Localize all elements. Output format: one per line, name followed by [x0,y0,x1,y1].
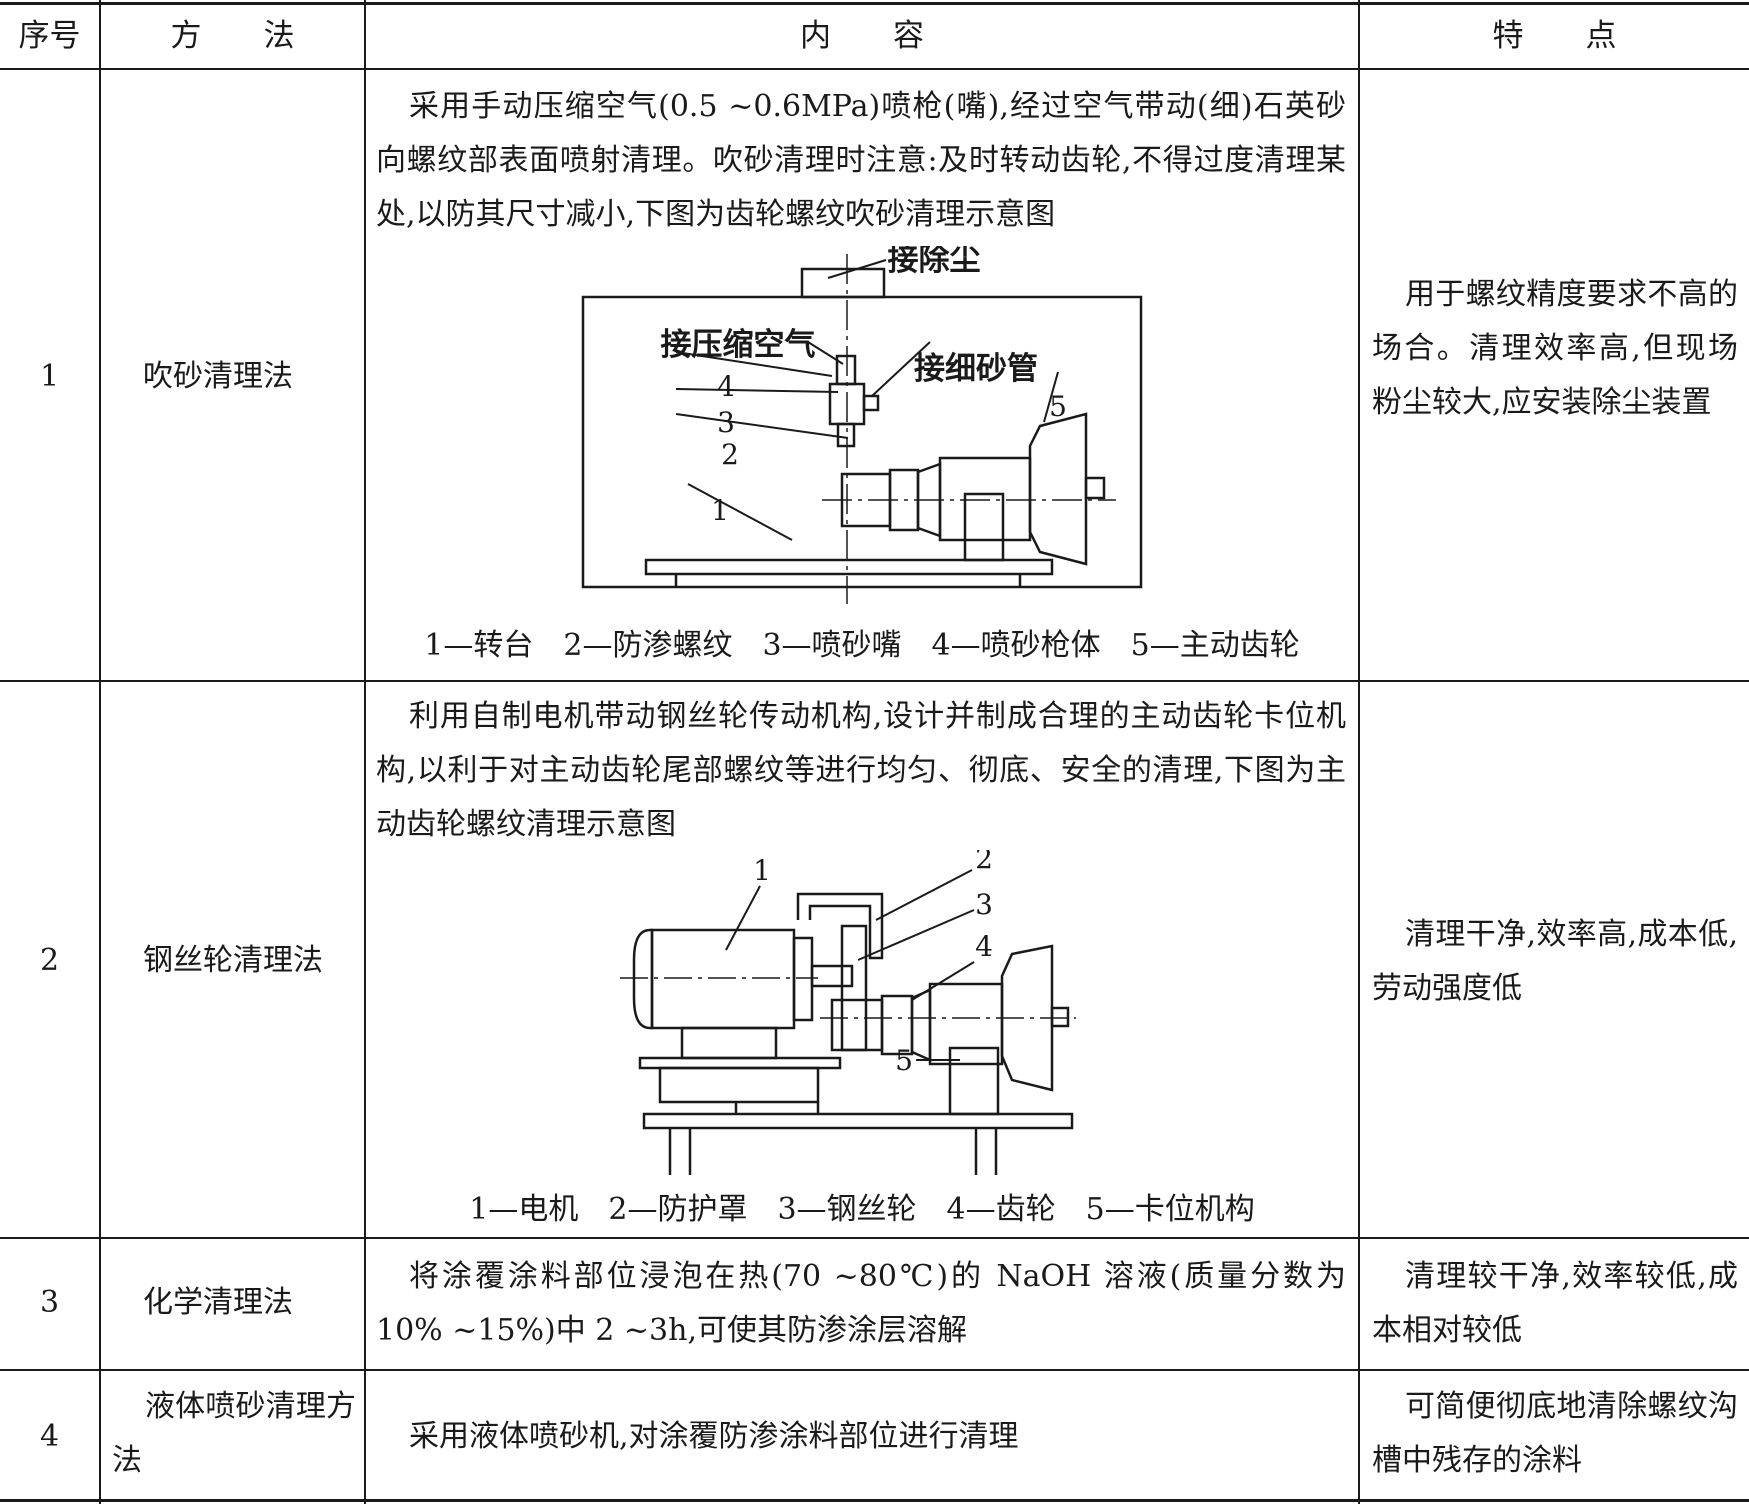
row2-method: 钢丝轮清理法 [143,943,323,978]
gun-sand-inlet [862,394,880,412]
row3-content: 将涂覆涂料部位浸泡在热(70 ~80℃)的 NaOH 溶液(质量分数为 10% … [376,1259,1346,1348]
row4-method: 液体喷砂清理方法 [112,1389,356,1478]
sand-nozzle [836,422,856,448]
label-dust: 接除尘 [888,246,981,278]
label-1: 1 [711,494,729,527]
workbench [642,1112,1074,1130]
row2-figure-caption: 1—电机 2—防护罩 3—钢丝轮 4—齿轮 5—卡位机构 [469,1192,1255,1227]
header-content: 内 容 [800,18,924,54]
label-wire-wheel: 3 [975,888,993,921]
label-gear: 4 [975,930,993,963]
row4-content: 采用液体喷砂机,对涂覆防渗涂料部位进行清理 [409,1419,1019,1454]
row1-no: 1 [39,359,60,394]
header-method: 方 法 [170,18,295,54]
header-no: 序号 [18,18,81,54]
motor-base [638,1056,842,1070]
gear-cone [1000,944,1054,1092]
row1-method: 吹砂清理法 [143,359,293,394]
dust-port [800,267,886,299]
row4-no: 4 [39,1419,60,1454]
row2-no: 2 [39,943,60,978]
table-bottom-rule [0,1499,1749,1502]
header-rule [0,68,1749,70]
row3-no: 3 [39,1285,60,1320]
row4-feature: 可简便彻底地清除螺纹沟槽中残存的涂料 [1372,1389,1738,1478]
row1-content: 采用手动压缩空气(0.5 ~0.6MPa)喷枪(嘴),经过空气带动(细)石英砂向… [376,89,1346,232]
table-top-rule [0,2,1749,5]
label-4: 4 [717,370,735,403]
col-rule-3 [1358,0,1360,1504]
row1-feature: 用于螺纹精度要求不高的场合。清理效率高,但现场粉尘较大,应安装除尘装置 [1372,277,1738,420]
sandblast-diagram: 接除尘 接压缩空气 接细砂管 4 3 2 1 5 [581,246,1143,604]
row3-method: 化学清理法 [143,1285,293,1320]
gear-support [963,492,1005,562]
row3-feature: 清理较干净,效率较低,成本相对较低 [1372,1259,1738,1348]
label-3: 3 [717,406,735,439]
row-rule-3 [0,1369,1749,1371]
row-rule-2 [0,1237,1749,1239]
driving-gear-cone [1028,412,1088,566]
guard [796,892,884,960]
label-sand: 接细砂管 [914,351,1038,387]
row1-figure-caption: 1—转台 2—防渗螺纹 3—喷砂嘴 4—喷砂枪体 5—主动齿轮 [424,628,1300,663]
row-rule-1 [0,680,1749,682]
col-rule-2 [364,0,366,1504]
wire-wheel-diagram: 1 2 3 4 5 [620,850,1076,1175]
label-clamp: 5 [895,1044,913,1077]
label-2: 2 [721,438,739,471]
wire-wheel [840,924,868,1052]
gear-thread [830,998,884,1052]
clamp [948,1046,1000,1116]
label-air: 接压缩空气 [661,327,816,363]
motor-body [632,928,654,1030]
label-guard: 2 [975,850,993,875]
col-rule-1 [99,0,101,1504]
turntable [644,558,1054,576]
label-5: 5 [1049,390,1067,423]
header-feature: 特 点 [1492,18,1617,54]
row2-feature: 清理干净,效率高,成本低,劳动强度低 [1372,917,1738,1006]
label-motor: 1 [753,854,771,887]
row2-content: 利用自制电机带动钢丝轮传动机构,设计并制成合理的主动齿轮卡位机构,以利于对主动齿… [376,699,1346,842]
gun-air-inlet [835,354,857,386]
